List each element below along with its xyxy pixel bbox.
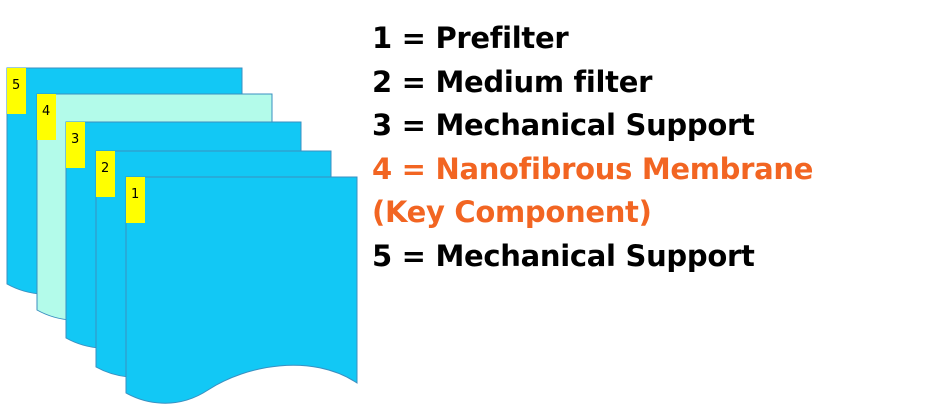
layer-2-label-box [96, 151, 115, 197]
legend-item-mechanical-support-5: 5 = Mechanical Support [372, 238, 755, 273]
layer-1: 1 [125, 176, 358, 404]
legend-item-mechanical-support-3: 3 = Mechanical Support [372, 108, 755, 142]
layer-5-label-box [7, 68, 26, 114]
legend-item-medium-filter: 2 = Medium filter [372, 64, 653, 99]
layer-1-sheet [125, 176, 358, 404]
layer-2-label: 2 [101, 161, 109, 176]
layer-1-label-box [126, 177, 145, 223]
layer-4-label: 4 [42, 104, 50, 119]
legend-item-prefilter: 1 = Prefilter [372, 21, 569, 55]
filter-layers-diagram: 5 4 3 2 1 [6, 67, 358, 404]
legend-item-nanofibrous-membrane: 4 = Nanofibrous Membrane [372, 151, 814, 186]
legend-item-key-component: (Key Component) [372, 195, 652, 229]
layer-3-label-box [66, 122, 85, 168]
layer-1-label: 1 [131, 187, 139, 202]
layer-3-label: 3 [71, 132, 79, 147]
layer-4-label-box [37, 94, 56, 140]
legend: 1 = Prefilter 2 = Medium filter 3 = Mech… [372, 17, 932, 278]
layer-5-label: 5 [12, 78, 20, 93]
